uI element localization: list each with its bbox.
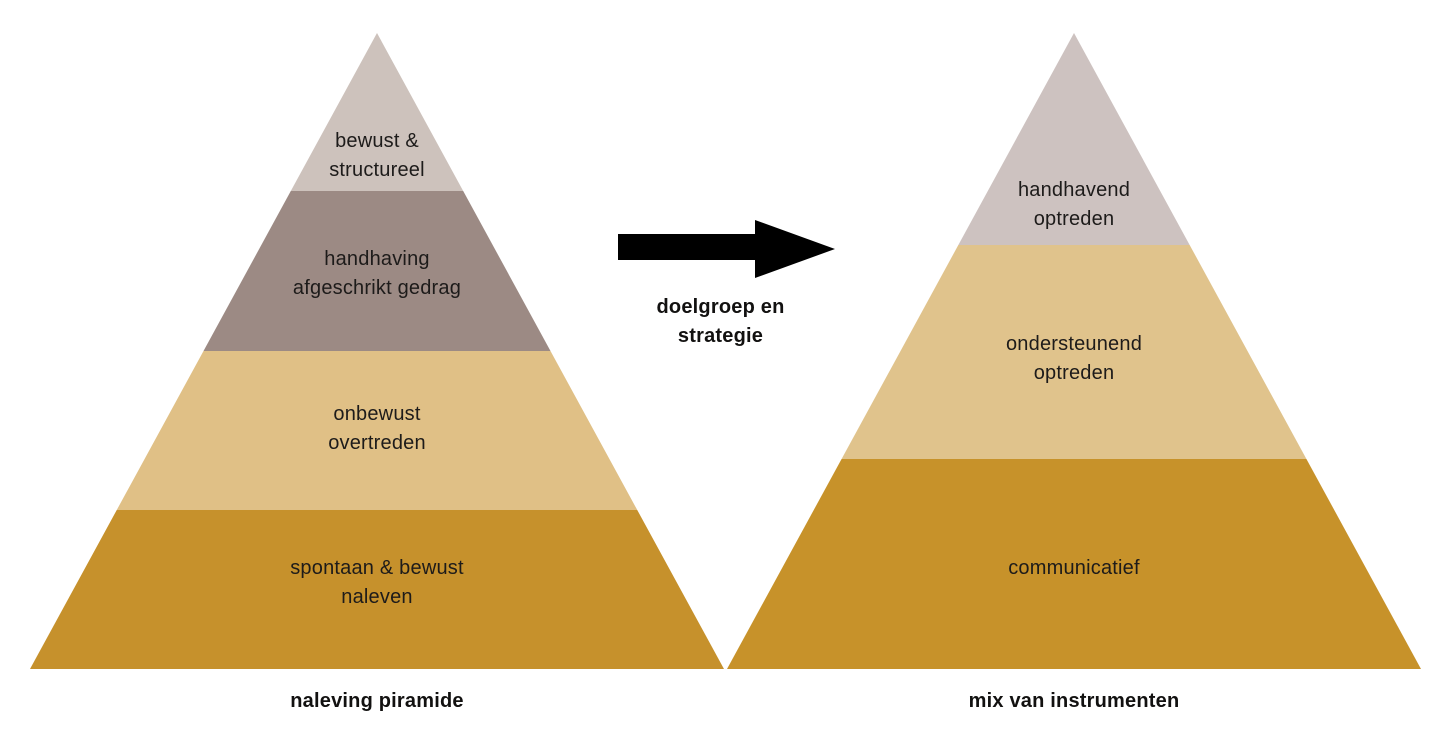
pyramid-level-label: handhavend optreden (1017, 179, 1131, 230)
instrument-mix-pyramid: handhavend optreden ondersteunend optred… (727, 33, 1421, 669)
pyramid-band (30, 510, 724, 669)
left-pyramid-caption: naleving piramide (290, 690, 464, 712)
pyramid-level-label: communicatief (1008, 557, 1140, 579)
pyramid-level-label: handhaving afgeschrikt gedrag (292, 248, 462, 299)
compliance-pyramid: bewust & structureel handhaving afgeschr… (30, 33, 724, 669)
pyramid-level-label: onbewust overtreden (328, 403, 426, 454)
right-arrow-shape (618, 220, 835, 278)
pyramid-level-label: spontaan & bewust naleven (290, 557, 464, 608)
arrow-label: doelgroep en strategie (656, 296, 785, 347)
pyramid-level-label: ondersteunend optreden (1005, 333, 1143, 384)
pyramid-band (727, 459, 1421, 669)
pyramid-level-label: bewust & structureel (329, 130, 425, 181)
right-pyramid-caption: mix van instrumenten (968, 690, 1180, 712)
right-arrow-icon (615, 215, 840, 283)
